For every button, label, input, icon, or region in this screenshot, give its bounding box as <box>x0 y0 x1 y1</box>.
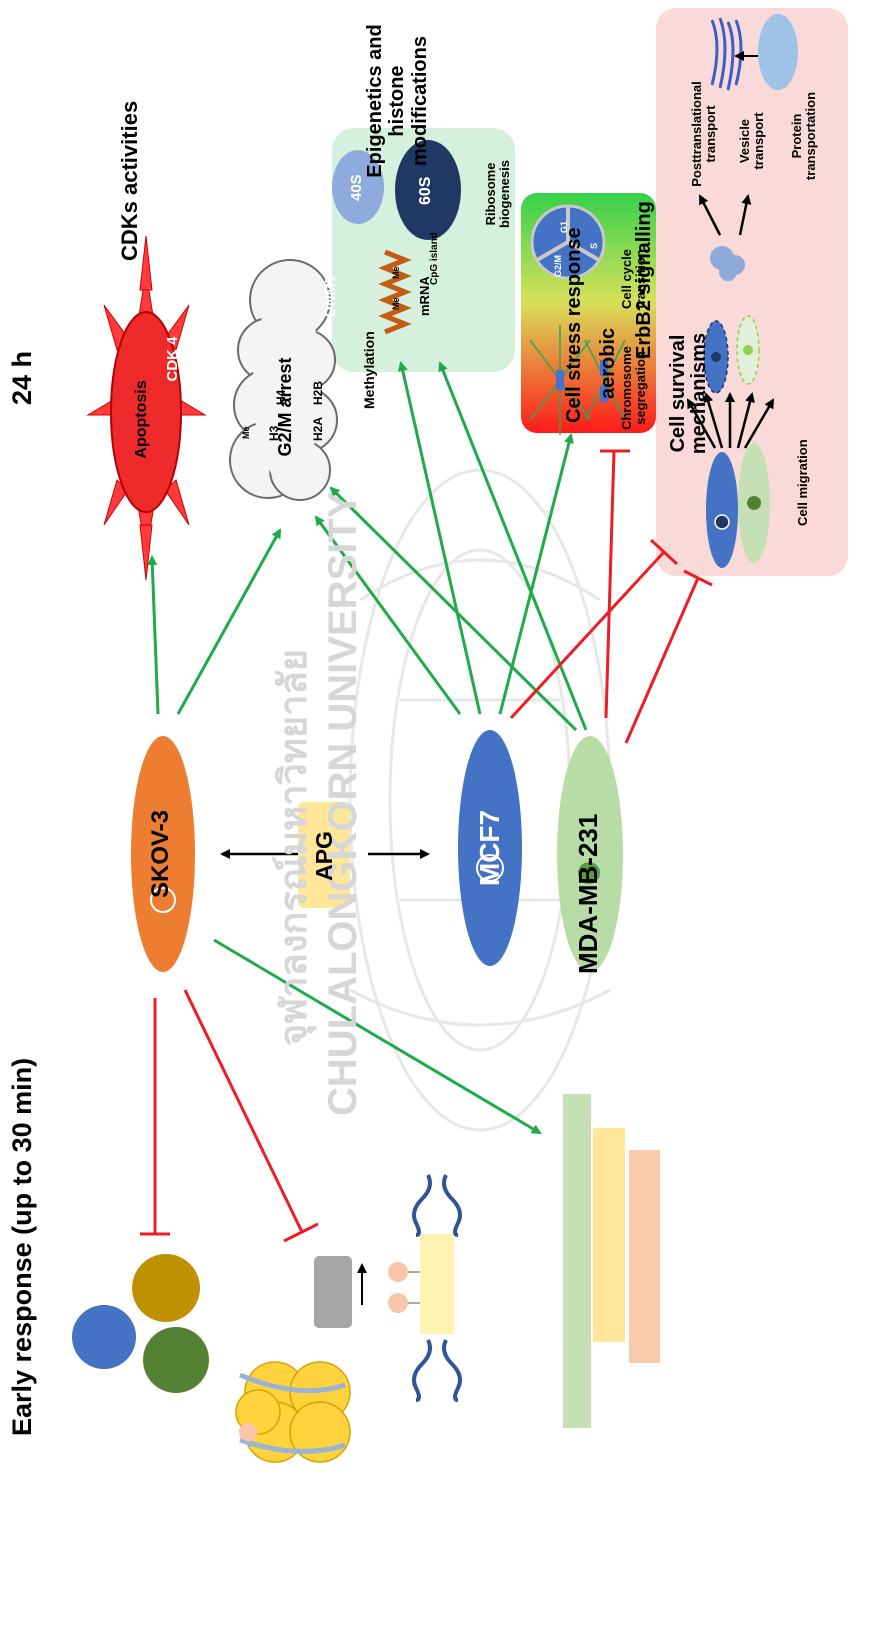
g2m-arrest-label: G2/M arrest <box>275 357 295 457</box>
golgi-stack <box>710 17 743 91</box>
inhibition-arrows <box>140 449 713 1243</box>
histone-h2a: H2A <box>311 416 325 441</box>
cdk1-label: CDK 1 <box>93 313 110 359</box>
cellcycle-g2m: G2/M <box>553 254 563 277</box>
mdamb231-oval <box>557 736 623 972</box>
cell-migration-label: Cell migration <box>795 439 810 526</box>
cellcycle-g1: G1 <box>559 220 569 233</box>
cell-stress-bar <box>563 1094 591 1428</box>
header-early: Early response (up to 30 min) <box>7 1057 37 1436</box>
dna-wrap-histone <box>239 1372 346 1454</box>
mcf7-nucleus <box>476 854 504 882</box>
watermark-thai: จุฬาลงกรณ์มหาวิทยาลัย <box>273 648 315 1046</box>
cdks-label: CDKs activities <box>117 100 142 261</box>
apg-label: APG <box>311 831 337 881</box>
vesicle-blue-core <box>711 352 721 362</box>
cdk2-circle <box>132 1254 200 1322</box>
dna-helix <box>412 1174 462 1402</box>
aerobic-bar <box>593 1128 625 1342</box>
aerobic-label: aerobic <box>597 327 619 399</box>
ribosome-60s-label: 60S <box>417 176 434 205</box>
dnmt-box <box>314 1256 352 1328</box>
protein-label: Protein transportation <box>789 91 818 181</box>
skov3-nucleus <box>150 887 176 913</box>
ribosome-40s <box>332 150 384 224</box>
mrna-label: mRNA <box>417 276 432 316</box>
mdamb231-nucleus <box>578 862 600 884</box>
erbb2-bar <box>629 1150 660 1363</box>
skov3-oval <box>131 736 195 972</box>
mcf7-oval <box>458 730 522 966</box>
me-cpg-2 <box>388 1293 408 1313</box>
cellcycle-wheel <box>530 204 606 280</box>
me-cpg-1 <box>388 1262 408 1282</box>
g2m-cloud <box>229 259 338 501</box>
migrating-cell-blue-nucleus <box>714 514 730 530</box>
ribosome-40s-label: 40S <box>348 174 365 201</box>
cdk2-label: CDK 2 <box>153 262 170 308</box>
er-blob <box>758 14 798 90</box>
apoptosis-oval <box>110 311 182 513</box>
cdk4-circle <box>143 1327 209 1393</box>
cdk4-label: CDK 4 <box>164 336 181 382</box>
migration-box <box>656 8 848 576</box>
cell-stress-label: Cell stress response <box>563 227 585 423</box>
me-cpg-1-label: Me <box>391 266 401 279</box>
protein-blob <box>710 246 745 281</box>
skov3-label: SKOV-3 <box>147 809 174 899</box>
methylation-label: Methylation <box>361 331 377 409</box>
migrating-cell-blue <box>706 452 738 568</box>
chromosome-label: Chromosome segregation <box>619 346 648 430</box>
me-cpg-2-label: Me <box>391 297 401 310</box>
apoptosis-label: Apoptosis <box>133 380 150 459</box>
dnmt-label: DNMT <box>322 273 339 317</box>
apg-box <box>298 802 350 908</box>
chromosomes <box>556 360 608 402</box>
vesicle-label: Vesicle transport <box>737 112 766 170</box>
me-histone <box>239 1423 257 1441</box>
mcf7-label: MCF7 <box>474 809 505 887</box>
ribosome-60s <box>395 140 461 240</box>
cdk1-circle <box>72 1305 136 1369</box>
epigenetics-label: Epigenetics and histone modifications <box>364 24 431 178</box>
cpg-island-box <box>420 1234 454 1334</box>
mdamb231-label: MDA-MB-231 <box>573 813 603 974</box>
watermark-en: CHULALONGKORN UNIVERSITY <box>321 491 365 1116</box>
migrating-cell-green-nucleus <box>747 496 761 510</box>
me-histone-label: Me <box>241 426 251 439</box>
cell-survival-label: Cell survival mechanisms <box>667 332 710 455</box>
transition-label: Cell cycle transition <box>619 249 648 309</box>
posttranslational-label: Posttranslational transport <box>689 81 718 187</box>
header-late: 24 h <box>7 350 37 405</box>
migration-arrows <box>686 194 775 449</box>
activation-arrows <box>147 361 588 1135</box>
ribosome-label: Ribosome biogenesis <box>483 160 512 228</box>
mrna-wave <box>378 249 412 335</box>
histone-h2b: H2B <box>311 380 325 405</box>
vesicle-green-core <box>743 345 753 355</box>
cellcycle-s: S <box>589 242 599 249</box>
